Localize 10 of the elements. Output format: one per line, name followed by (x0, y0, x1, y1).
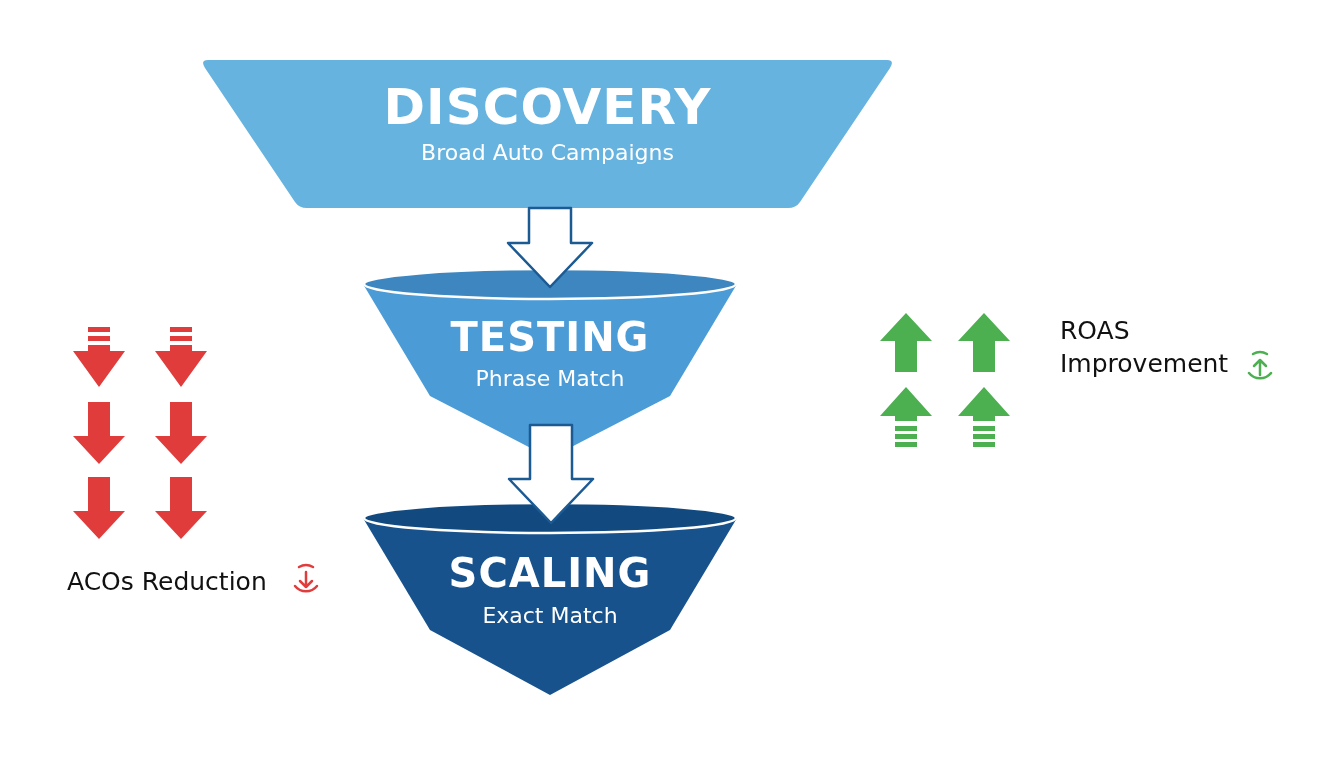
stage-title: TESTING (449, 314, 651, 360)
stage-subtitle: Phrase Match (474, 366, 626, 391)
stage-subtitle: Broad Auto Campaigns (420, 140, 675, 165)
metric-label: ACOs Reduction (67, 566, 268, 598)
metric-label: ROAS Improvement (1060, 315, 1230, 380)
stage-title: DISCOVERY (382, 78, 713, 136)
block-arrow (506, 206, 594, 289)
block-arrow (507, 423, 595, 525)
stage-subtitle: Exact Match (481, 603, 619, 628)
stage-title: SCALING (447, 550, 653, 596)
